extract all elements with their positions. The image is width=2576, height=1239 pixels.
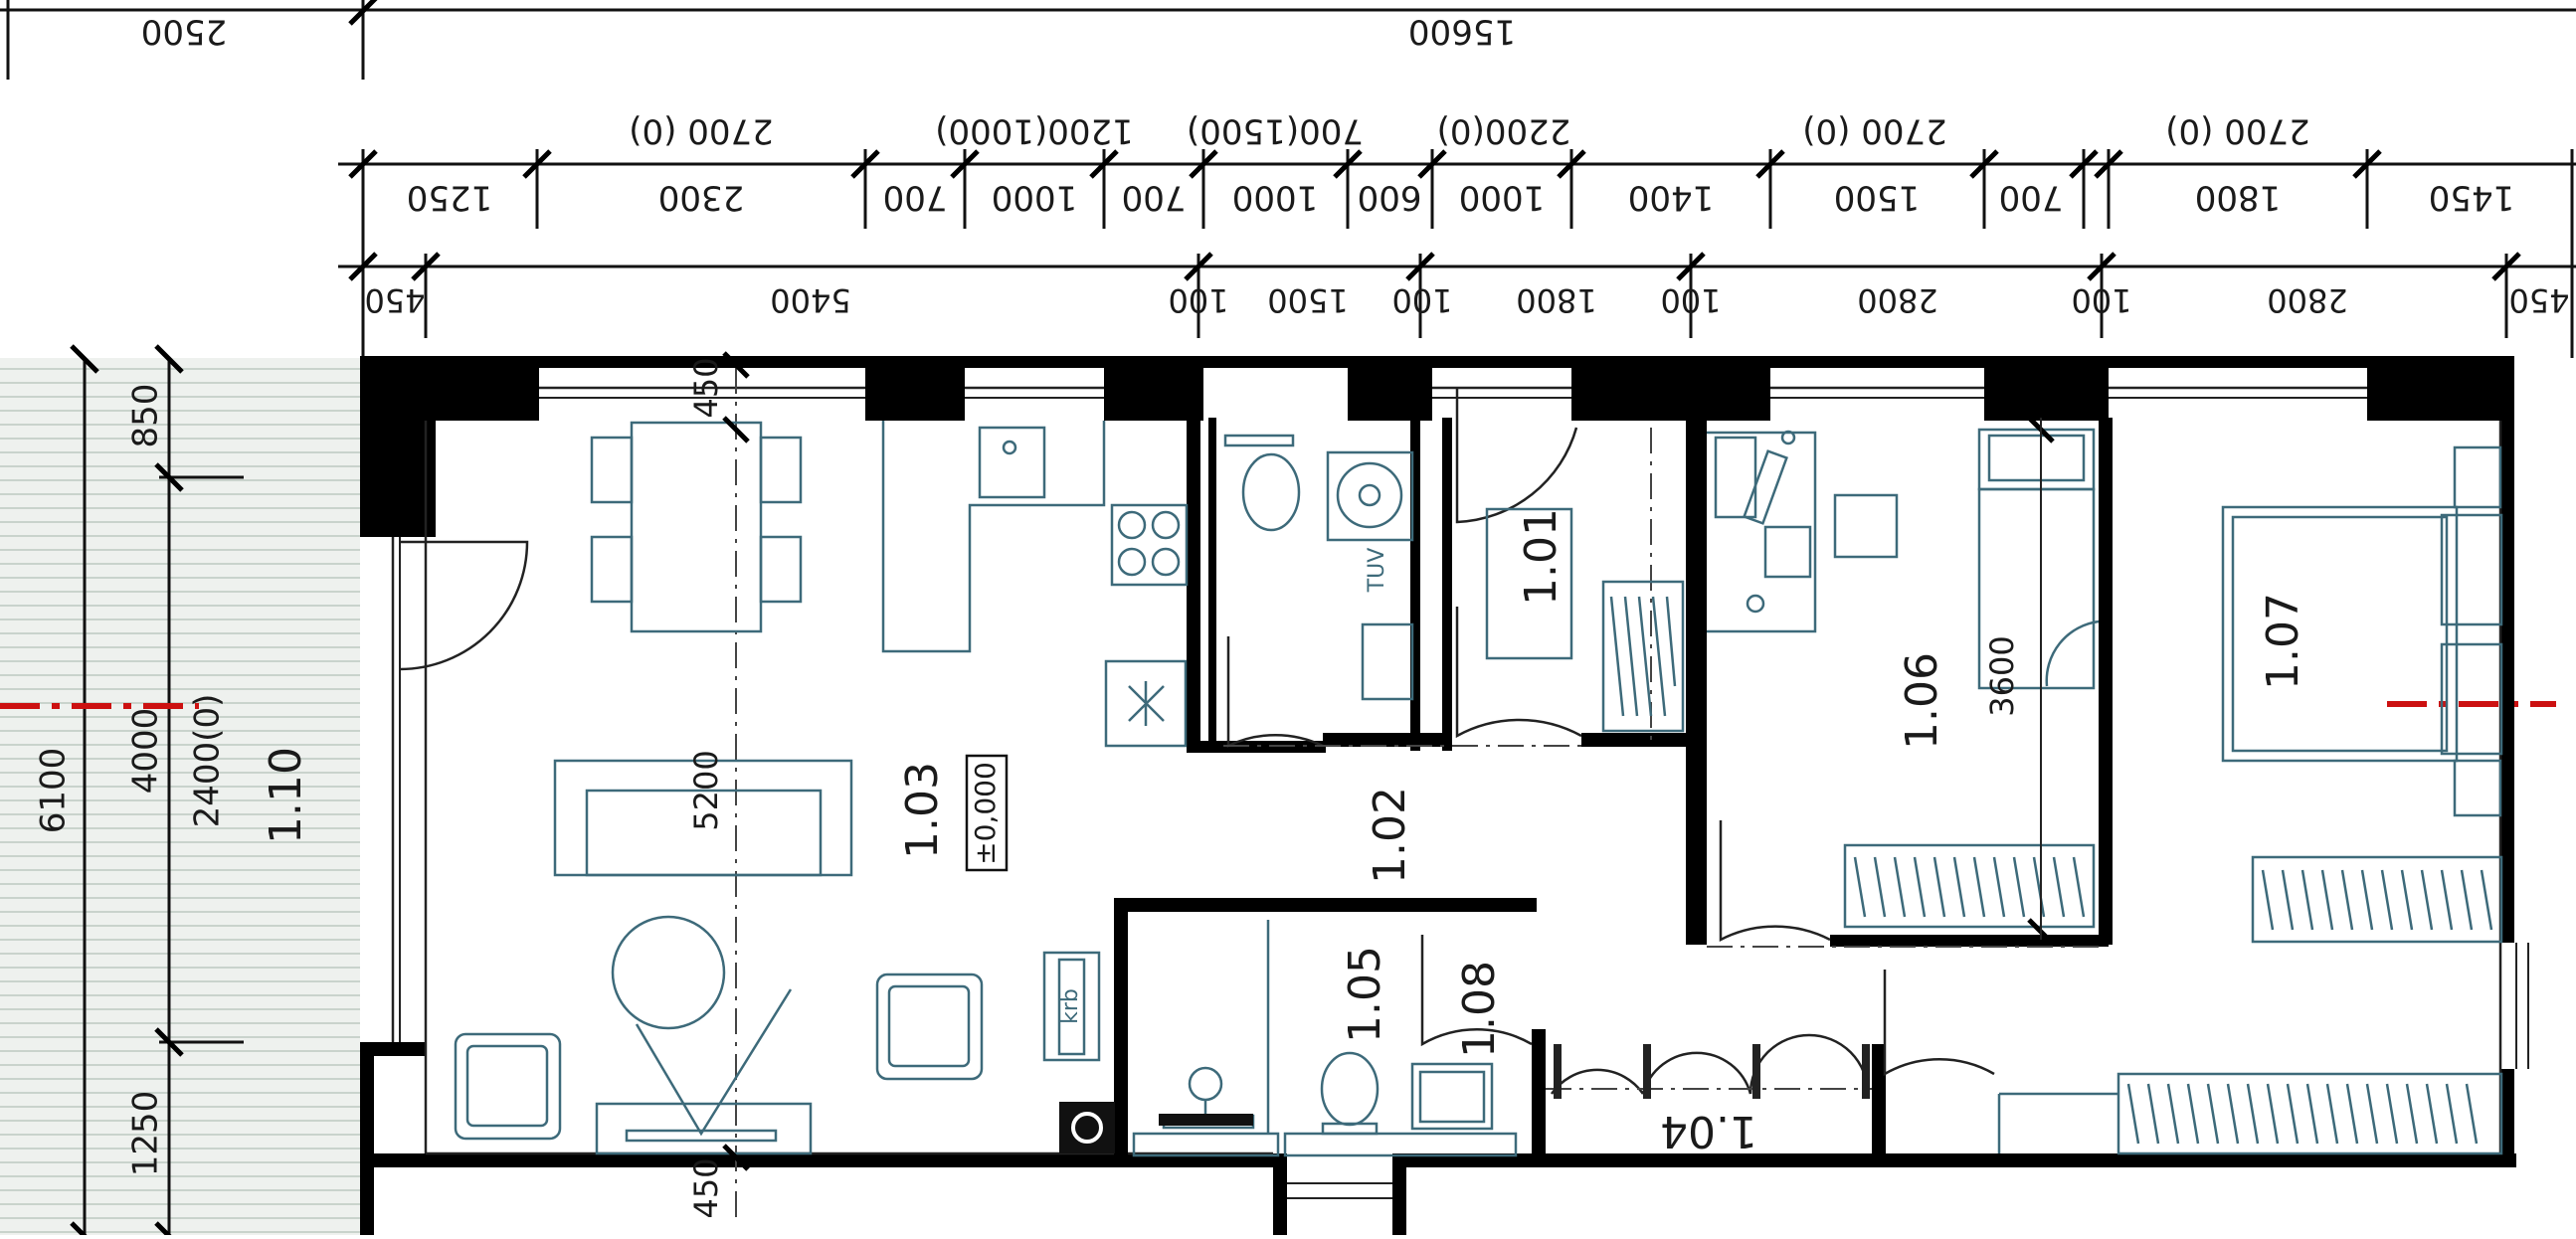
stair-columns <box>1554 1044 1870 1099</box>
terrace-area <box>0 358 360 1235</box>
dim-wall: 100 <box>1168 281 1228 319</box>
dim-segment: 1800 <box>2195 178 2282 218</box>
dim-overall-total: 15600 <box>1408 12 1516 52</box>
dim-segment: 2300 <box>658 178 745 218</box>
sink-bath <box>1159 1114 1253 1126</box>
room-label-1-02: 1.02 <box>1365 787 1415 884</box>
dim-segment: 600 <box>1358 178 1422 218</box>
dim-interior: 5200 <box>687 750 725 830</box>
dimension-ticks <box>348 0 2521 281</box>
interior-walls <box>1114 418 2113 1165</box>
dim-opening: 2700 (0) <box>2165 111 2310 151</box>
dim-segment: 1250 <box>407 178 493 218</box>
dim-opening: 2700 (0) <box>629 111 774 151</box>
guide-lines <box>735 368 2099 1225</box>
chimney <box>1059 1102 1115 1153</box>
opening-dimensions: 2700 (0) 1200(1000) 700(1500) 2200(0) 27… <box>629 111 2310 151</box>
dim-wall: 2800 <box>2267 281 2347 319</box>
dim-segment: 1400 <box>1628 178 1715 218</box>
dim-vertical: 2400(0) <box>188 694 228 828</box>
room-label-1-06: 1.06 <box>1897 652 1947 750</box>
segment-dimensions: 1250 2300 700 1000 700 1000 600 1000 140… <box>407 178 2515 218</box>
dim-overall-left: 2500 <box>141 12 228 52</box>
room-label-1-05: 1.05 <box>1340 946 1390 1043</box>
dim-segment: 1000 <box>992 178 1078 218</box>
dim-wall: 1800 <box>1516 281 1596 319</box>
dim-segment: 1450 <box>2429 178 2515 218</box>
dim-interior: 450 <box>687 357 725 418</box>
windows <box>399 397 2529 1199</box>
room-label-1-08: 1.08 <box>1454 961 1505 1058</box>
chimney-flue <box>1071 1112 1103 1144</box>
dim-segment: 1000 <box>1459 178 1546 218</box>
dim-segment: 1000 <box>1232 178 1319 218</box>
dim-wall: 450 <box>2508 281 2569 319</box>
dim-wall: 100 <box>2071 281 2131 319</box>
dim-wall: 100 <box>1391 281 1452 319</box>
dim-vertical: 1250 <box>126 1091 166 1177</box>
interior-dimension-ticks <box>722 351 2055 1171</box>
dim-opening: 2700 (0) <box>1802 111 1947 151</box>
dim-segment: 700 <box>1122 178 1187 218</box>
dim-interior: 3600 <box>1983 635 2021 716</box>
dim-interior: 450 <box>687 1157 725 1218</box>
room-label-1-03: 1.03 <box>897 762 948 859</box>
dim-segment: 700 <box>1999 178 2064 218</box>
dim-wall: 2800 <box>1857 281 1937 319</box>
level-mark: ±0,000 <box>969 762 1002 865</box>
room-label-1-10: 1.10 <box>261 747 311 844</box>
dim-opening: 2200(0) <box>1437 111 1571 151</box>
dim-segment: 1500 <box>1834 178 1921 218</box>
dim-wall: 450 <box>364 281 425 319</box>
dim-opening: 1200(1000) <box>935 111 1134 151</box>
fireplace-label: krb <box>1058 988 1083 1024</box>
overall-dimensions: 2500 15600 <box>141 12 1516 52</box>
room-label-1-04: 1.04 <box>1660 1106 1757 1156</box>
dim-wall: 100 <box>1660 281 1721 319</box>
dim-vertical: 4000 <box>126 708 166 795</box>
room-label-1-07: 1.07 <box>2258 593 2308 690</box>
dim-opening: 700(1500) <box>1187 111 1364 151</box>
boiler-label: TUV <box>1365 548 1389 594</box>
wall-dimensions: 450 5400 100 1500 100 1800 100 2800 100 … <box>364 281 2569 319</box>
dim-segment: 700 <box>883 178 948 218</box>
dim-vertical: 850 <box>126 384 166 448</box>
dim-wall: 1500 <box>1267 281 1348 319</box>
dim-wall: 5400 <box>770 281 850 319</box>
exterior-walls <box>360 356 2516 1235</box>
dim-vertical: 6100 <box>34 748 74 834</box>
level-box <box>965 754 1009 872</box>
furniture <box>454 421 2503 1157</box>
left-dimension-lines <box>83 358 244 1235</box>
room-label-1-01: 1.01 <box>1516 508 1566 606</box>
